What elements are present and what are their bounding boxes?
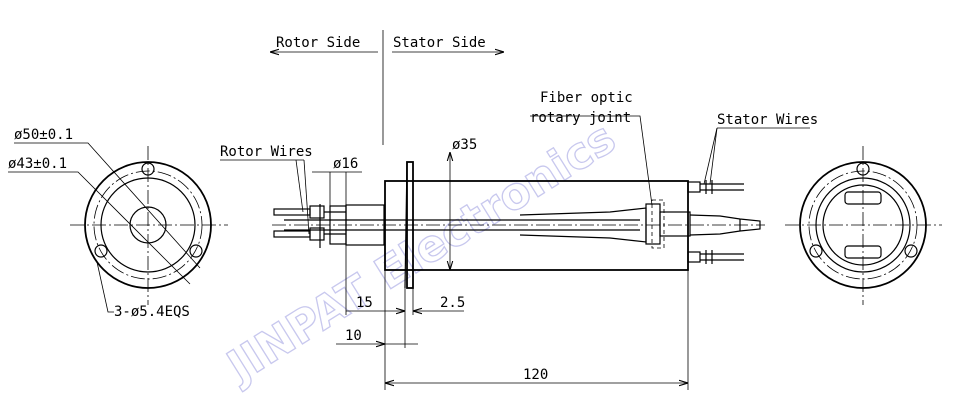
stator-end-view [785, 146, 942, 305]
side-header: Rotor Side Stator Side [270, 30, 504, 145]
flange-edge [404, 161, 408, 289]
dia-outer-leader [14, 142, 201, 269]
inner-body-circle [100, 177, 196, 273]
right-pitch-circle [808, 170, 918, 280]
fiber-leader [530, 115, 653, 206]
rotor-side-label: Rotor Side [276, 35, 360, 51]
dim-10-label: 10 [345, 328, 362, 344]
outer-flange-circle [84, 161, 212, 289]
fiber-rotary-joint [519, 199, 761, 249]
pitch-circle [93, 170, 203, 280]
right-housing-circle [822, 184, 904, 266]
right-mount-hole-top [856, 162, 870, 176]
wire-slot-top [844, 191, 882, 205]
right-mount-hole-left [809, 244, 823, 258]
mount-hole-right [189, 244, 203, 258]
dia-pcd-leader [8, 171, 191, 285]
holes-label: 3-ø5.4EQS [114, 304, 190, 320]
side-view: ø16 ø35 Fiber optic rotary joint [220, 90, 818, 390]
fiber-label-line2: rotary joint [530, 110, 631, 126]
right-outer-circle [799, 161, 927, 289]
holes-leader [96, 261, 114, 313]
dim-2-5-label: 2.5 [440, 295, 465, 311]
rotor-wires-leader-2 [303, 159, 310, 235]
rotor-wires-leader-1 [295, 159, 304, 213]
stator-leader-1 [703, 127, 718, 185]
rotor-shaft [345, 204, 385, 246]
dia-outer-label: ø50±0.1 [14, 127, 73, 143]
dim-15-label: 15 [356, 295, 373, 311]
stator-wires-label: Stator Wires [717, 112, 818, 128]
stator-leader-2 [709, 127, 718, 185]
stator-wires [687, 180, 744, 264]
mount-hole-left [94, 244, 108, 258]
right-mount-hole-right [904, 244, 918, 258]
dia-shaft-label: ø16 [333, 156, 358, 172]
rotor-wires-label: Rotor Wires [220, 144, 313, 160]
main-body [384, 180, 689, 271]
rotor-end-view: ø50±0.1 ø43±0.1 3-ø5.4EQS [8, 127, 228, 320]
wire-slot-bottom [844, 245, 882, 259]
right-inner-circle [815, 177, 911, 273]
shaft-bore-circle [129, 206, 167, 244]
dia-body-label: ø35 [452, 137, 477, 153]
rotor-wires [273, 204, 346, 248]
fiber-label-line1: Fiber optic [540, 90, 633, 106]
mount-hole-top [141, 162, 155, 176]
dia-pcd-label: ø43±0.1 [8, 156, 67, 172]
stator-side-label: Stator Side [393, 35, 486, 51]
dim-120-label: 120 [523, 367, 548, 383]
